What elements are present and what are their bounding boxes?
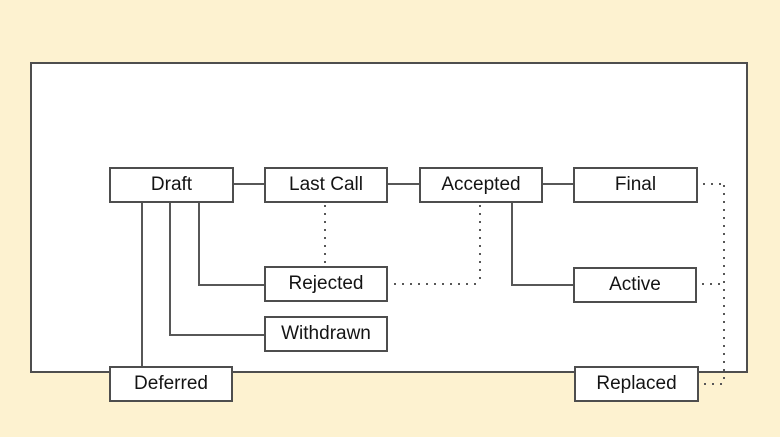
edge-accepted-active-vertical bbox=[511, 203, 513, 286]
edge-rejected-accepted-dotted-horizontal bbox=[394, 283, 480, 285]
edge-draft-withdrawn-horizontal bbox=[169, 334, 264, 336]
edge-draft-deferred bbox=[141, 203, 143, 366]
edge-replaced-rail-dotted bbox=[704, 383, 724, 385]
edge-draft-withdrawn-vertical bbox=[169, 203, 171, 336]
edge-draft-rejected-horizontal bbox=[198, 284, 264, 286]
node-final: Final bbox=[573, 167, 698, 203]
edge-right-rail-dotted-vertical bbox=[723, 185, 725, 384]
node-withdrawn: Withdrawn bbox=[264, 316, 388, 352]
edge-active-rail-dotted bbox=[702, 283, 724, 285]
node-last-call: Last Call bbox=[264, 167, 388, 203]
edge-draft-rejected-vertical bbox=[198, 203, 200, 286]
edge-accepted-active-horizontal bbox=[511, 284, 573, 286]
edge-final-rail-dotted bbox=[703, 183, 724, 185]
edge-rejected-accepted-dotted-vertical bbox=[479, 205, 481, 281]
node-rejected: Rejected bbox=[264, 266, 388, 302]
node-draft: Draft bbox=[109, 167, 234, 203]
edge-accepted-final bbox=[543, 183, 573, 185]
edge-draft-lastcall bbox=[234, 183, 264, 185]
edge-lastcall-accepted bbox=[388, 183, 419, 185]
node-accepted: Accepted bbox=[419, 167, 543, 203]
node-active: Active bbox=[573, 267, 697, 303]
diagram-panel: Draft Last Call Accepted Final Rejected … bbox=[30, 62, 748, 402]
edge-lastcall-rejected-dotted bbox=[324, 205, 326, 266]
node-deferred: Deferred bbox=[109, 366, 233, 402]
node-replaced: Replaced bbox=[574, 366, 699, 402]
